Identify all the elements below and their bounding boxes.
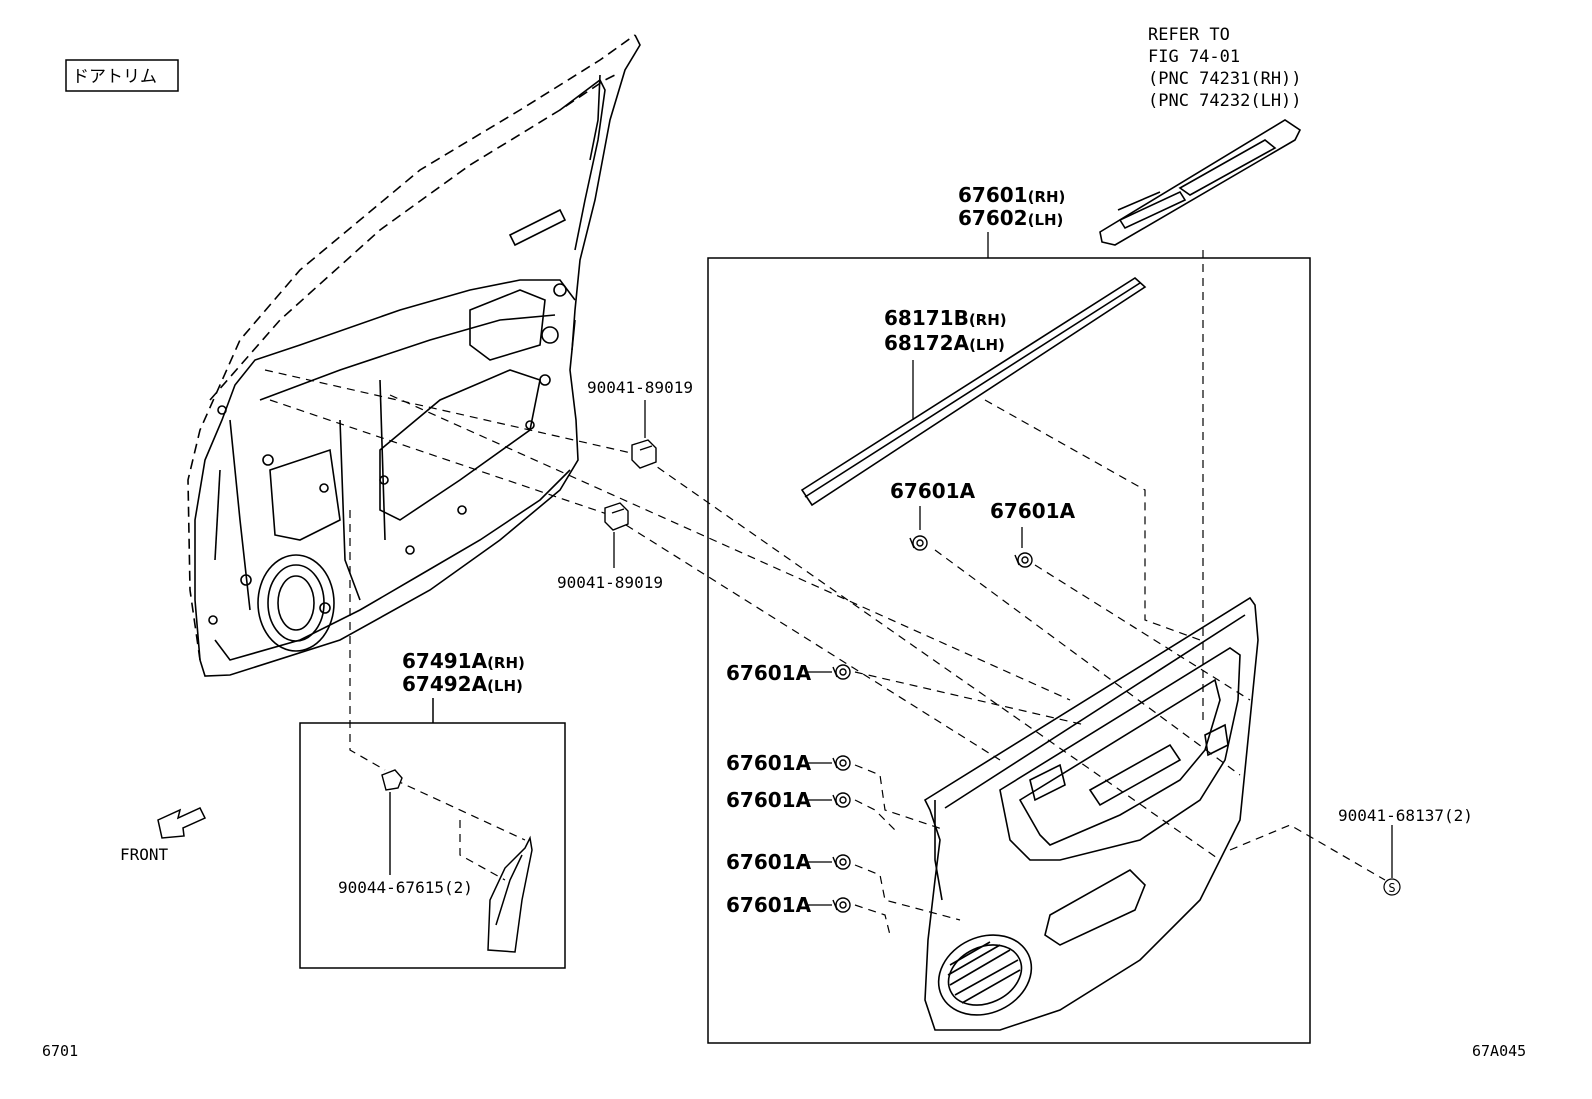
- retainer-clips: [604, 439, 657, 531]
- label-clip-top-right: 67601A: [990, 499, 1076, 523]
- leader-lines: [264, 250, 1386, 936]
- label-clip-2: 67601A: [726, 751, 812, 775]
- retainer-leaders: [613, 400, 646, 568]
- label-trim-lh: 67602(LH): [958, 206, 1063, 230]
- pad-clip-icon: [381, 769, 403, 875]
- front-arrow-icon: [157, 807, 207, 839]
- clip-icon: [832, 792, 851, 808]
- clip-icon: [832, 897, 851, 913]
- label-weatherstrip-rh: 68171B(RH): [884, 306, 1007, 330]
- label-clip-3: 67601A: [726, 788, 812, 812]
- retainer-clip-icon: [631, 439, 657, 469]
- label-pad-lh: 67492A(LH): [402, 672, 523, 696]
- label-weatherstrip-lh: 68172A(LH): [884, 331, 1005, 355]
- label-screw: 90041-68137(2): [1338, 806, 1473, 825]
- pad-box: [299, 698, 566, 969]
- page-id-left: 6701: [42, 1042, 78, 1060]
- refer-note: REFER TO FIG 74-01 (PNC 74231(RH)) (PNC …: [1148, 25, 1302, 111]
- clip-icon: [832, 755, 851, 771]
- label-pad-rh: 67491A(RH): [402, 649, 525, 673]
- front-label: FRONT: [120, 845, 169, 864]
- clip-icon: [909, 535, 928, 551]
- trim-assembly-box: [707, 232, 1311, 1044]
- label-clip-1: 67601A: [726, 661, 812, 685]
- label-retainer-lower: 90041-89019: [557, 573, 663, 592]
- label-retainer-upper: 90041-89019: [587, 378, 693, 397]
- refer-line1: REFER TO: [1148, 25, 1230, 45]
- clip-icon: [1014, 552, 1033, 568]
- label-clip-5: 67601A: [726, 893, 812, 917]
- title-box: ドアトリム: [65, 59, 179, 92]
- door-trim-board: [923, 596, 1259, 1031]
- part-labels: 67601(RH) 67602(LH) 68171B(RH) 68172A(LH…: [338, 183, 1473, 917]
- label-trim-rh: 67601(RH): [958, 183, 1065, 207]
- clip-icon: [832, 664, 851, 680]
- screw-symbol-letter: S: [1388, 881, 1395, 895]
- retainer-clip-icon: [604, 502, 629, 531]
- clip-icons: [832, 535, 1033, 913]
- refer-line4: (PNC 74232(LH)): [1148, 91, 1302, 111]
- label-clip-4: 67601A: [726, 850, 812, 874]
- switch-base-part: [1099, 119, 1302, 246]
- screw-symbol: S: [1383, 825, 1401, 896]
- refer-line2: FIG 74-01: [1148, 47, 1240, 67]
- label-clip-top-left: 67601A: [890, 479, 976, 503]
- page-id-right: 67A045: [1472, 1042, 1526, 1060]
- title-box-text: ドアトリム: [72, 67, 157, 87]
- weatherstrip-part: [800, 276, 1147, 507]
- clip-leaders: [805, 506, 1023, 906]
- clip-icon: [832, 854, 851, 870]
- refer-line3: (PNC 74231(RH)): [1148, 69, 1302, 89]
- label-pad-clip: 90044-67615(2): [338, 878, 473, 897]
